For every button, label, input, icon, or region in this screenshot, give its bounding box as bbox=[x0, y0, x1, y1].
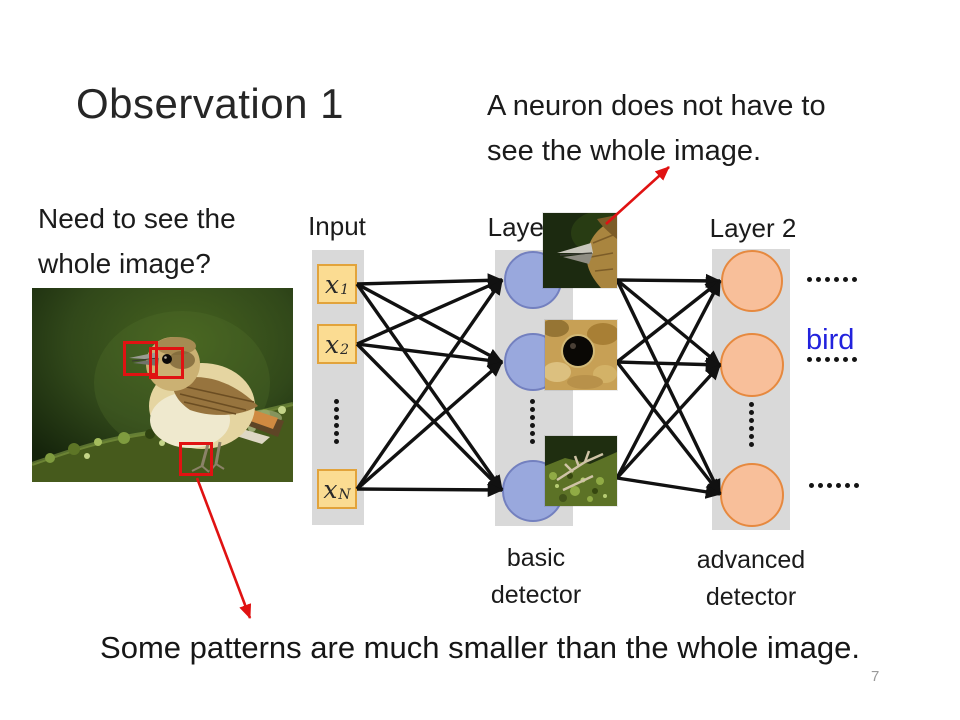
arrow-to-bottom-note bbox=[195, 477, 252, 619]
ellipsis-dots-layer2 bbox=[749, 402, 754, 447]
x1-base: x bbox=[324, 269, 340, 299]
layer2-label: Layer 2 bbox=[709, 213, 797, 243]
basic-detector-line2: detector bbox=[490, 581, 582, 609]
ellipsis-dots-output-1 bbox=[807, 277, 857, 282]
question-line2: whole image? bbox=[38, 248, 211, 279]
x2-base: x bbox=[324, 329, 340, 359]
beak-patch-image bbox=[543, 213, 617, 288]
basic-detector-caption: basic detector bbox=[468, 540, 604, 614]
neuron-note-line2: see the whole image. bbox=[487, 135, 762, 167]
bird-photo bbox=[32, 288, 293, 482]
layer2-neuron-3 bbox=[720, 463, 784, 527]
bottom-note: Some patterns are much smaller than the … bbox=[100, 630, 860, 665]
slide-title: Observation 1 bbox=[76, 80, 344, 127]
ellipsis-dots-output-3 bbox=[809, 483, 859, 488]
eye-patch-image bbox=[545, 320, 617, 390]
xN-base: x bbox=[323, 474, 338, 504]
ellipsis-dots-layer1 bbox=[530, 399, 535, 444]
feet-patch-image bbox=[545, 436, 617, 506]
layer2-neuron-1 bbox=[721, 250, 783, 312]
layer2-neuron-2 bbox=[720, 333, 784, 397]
basic-detector-line1: basic bbox=[506, 544, 566, 572]
ellipsis-dots-output-2 bbox=[807, 357, 857, 362]
feet-pattern-box bbox=[179, 442, 213, 476]
neuron-note: A neuron does not have to see the whole … bbox=[487, 84, 917, 174]
advanced-detector-caption: advanced detector bbox=[683, 542, 819, 616]
question-line1: Need to see the bbox=[38, 203, 236, 234]
bird-output-label: bird bbox=[806, 324, 855, 356]
advanced-detector-line1: advanced bbox=[696, 546, 806, 574]
page-number: 7 bbox=[871, 668, 880, 685]
whole-image-question: Need to see the whole image? bbox=[38, 196, 318, 286]
x1-sub: 1 bbox=[340, 282, 350, 298]
input-label: Input bbox=[308, 211, 366, 241]
beak-pattern-box bbox=[123, 341, 158, 376]
eye-pattern-box bbox=[149, 347, 184, 379]
xN-sub: N bbox=[338, 487, 351, 503]
ellipsis-dots-input bbox=[334, 399, 339, 444]
neuron-note-line1: A neuron does not have to bbox=[487, 90, 826, 122]
x2-sub: 2 bbox=[340, 342, 350, 358]
advanced-detector-line2: detector bbox=[705, 583, 797, 611]
